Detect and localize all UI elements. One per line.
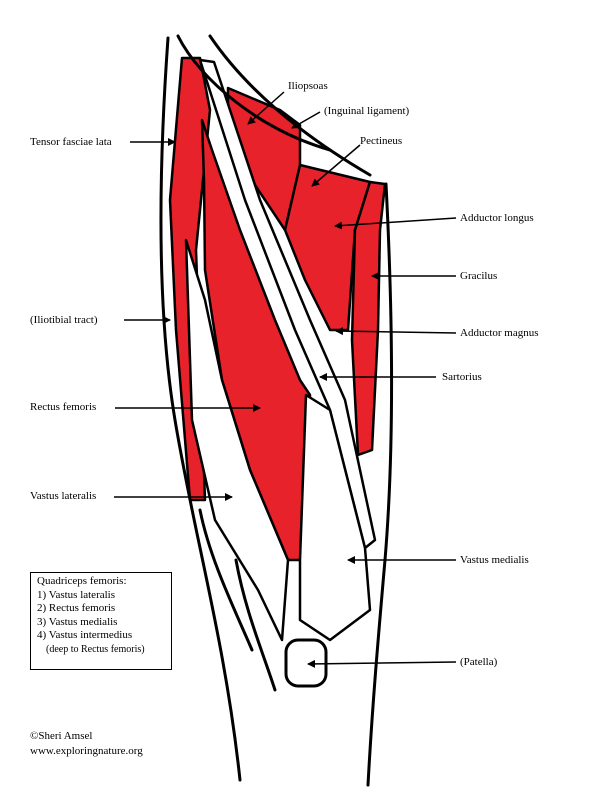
label-patella: (Patella) <box>460 656 498 668</box>
credit-author: ©Sheri Amsel <box>30 730 93 742</box>
arrow-adductor-magnus <box>335 327 457 336</box>
arrow-inguinal-ligament <box>291 111 321 129</box>
legend-item: 1) Vastus lateralis <box>37 588 116 601</box>
quadriceps-legend: Quadriceps femoris: 1) Vastus lateralis … <box>30 572 172 670</box>
label-adductor-longus: Adductor longus <box>460 212 534 224</box>
vastus-lateralis-shape <box>184 238 290 642</box>
legend-title: Quadriceps femoris: <box>37 575 127 587</box>
arrow-iliopsoas <box>247 91 285 125</box>
iliotibial-line <box>198 508 254 652</box>
label-inguinal-ligament: (Inguinal ligament) <box>324 105 410 117</box>
arrow-adductor-longus <box>334 217 457 230</box>
sartorius-shape <box>198 58 377 550</box>
arrow-patella <box>307 659 457 668</box>
label-rectus-femoris: Rectus femoris <box>30 401 97 413</box>
arrow-pectineus <box>311 144 361 187</box>
legend-note: (deep to Rectus femoris) <box>46 643 145 655</box>
patella-shape <box>284 638 328 688</box>
label-vastus-lateralis: Vastus lateralis <box>30 490 97 502</box>
outline-strokes <box>159 34 394 787</box>
vastus-medialis-shape <box>298 393 372 642</box>
pelvic-curve <box>176 34 332 152</box>
legend-item: 2) Rectus femoris <box>37 602 116 614</box>
gracilis-shape <box>350 180 387 457</box>
label-pectineus: Pectineus <box>360 135 403 147</box>
label-sartorius: Sartorius <box>442 371 482 383</box>
label-gracilus: Gracilus <box>460 270 498 282</box>
label-vastus-medialis: Vastus medialis <box>460 554 529 566</box>
label-iliotibial-tract: (Iliotibial tract) <box>30 314 98 326</box>
lateral-thigh-outline <box>159 36 242 782</box>
legend-item: 4) Vastus intermedius <box>37 629 133 641</box>
inguinal-ligament-line <box>208 34 372 177</box>
leader-arrows <box>114 91 457 668</box>
medial-thigh-outline <box>366 182 394 787</box>
label-adductor-magnus: Adductor magnus <box>460 327 539 339</box>
muscle-shapes <box>168 56 387 642</box>
label-tensor-fasciae-lata: Tensor fasciae lata <box>30 136 112 148</box>
legend-item: 3) Vastus medialis <box>37 615 118 628</box>
credit-website: www.exploringnature.org <box>30 745 143 757</box>
knee-line <box>234 558 277 692</box>
label-iliopsoas: Iliopsoas <box>288 80 328 92</box>
